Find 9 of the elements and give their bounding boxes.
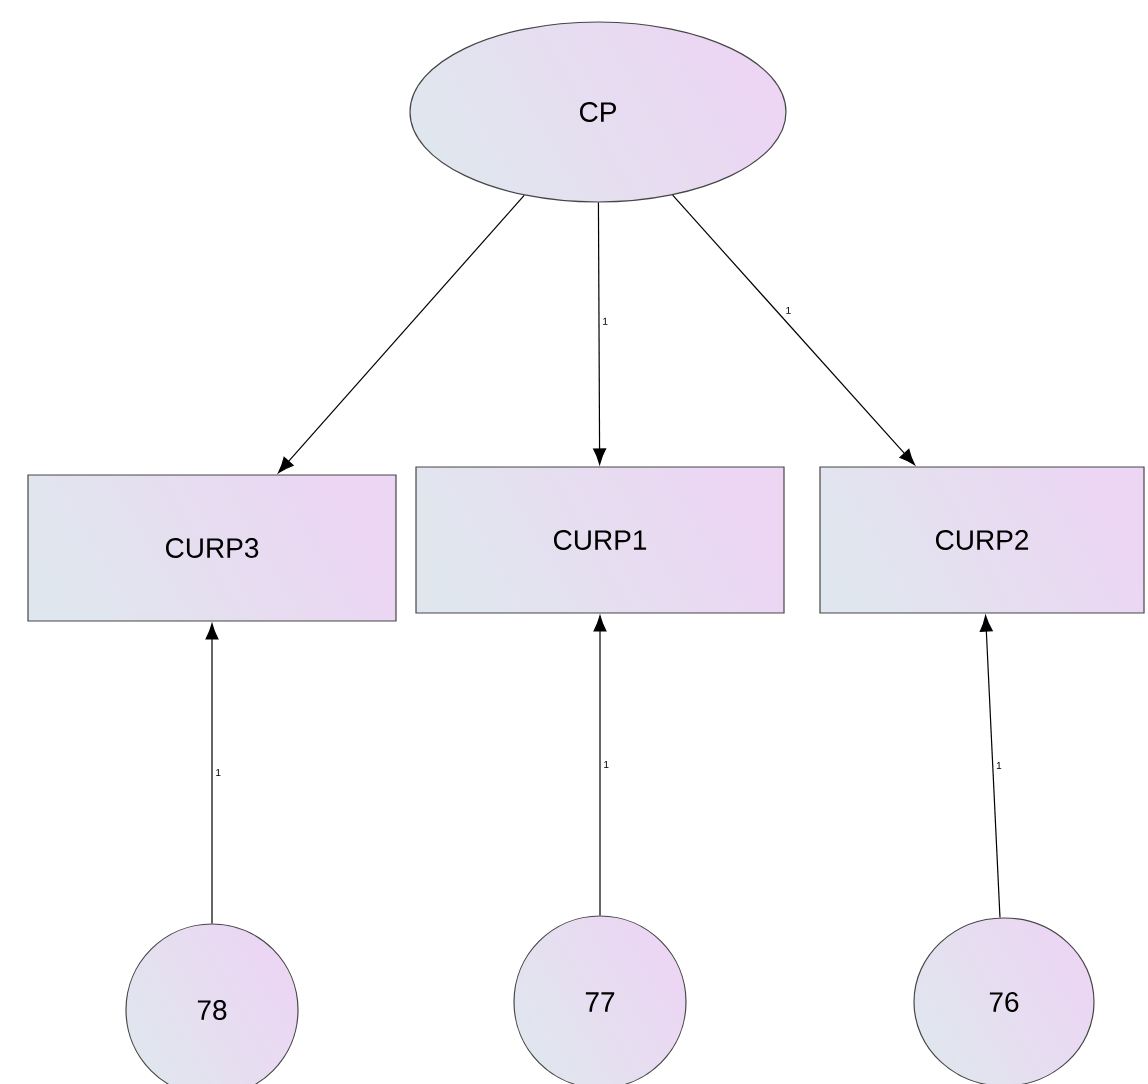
arrow <box>593 615 607 916</box>
arrow <box>593 202 607 465</box>
arrow <box>205 623 219 924</box>
variable-box: CURP1 <box>415 466 785 614</box>
arrow <box>278 194 525 474</box>
arrow <box>672 194 915 466</box>
arrow <box>979 615 1001 919</box>
variable-box: CURP2 <box>819 466 1145 614</box>
variable-box: CURP3 <box>27 474 397 622</box>
